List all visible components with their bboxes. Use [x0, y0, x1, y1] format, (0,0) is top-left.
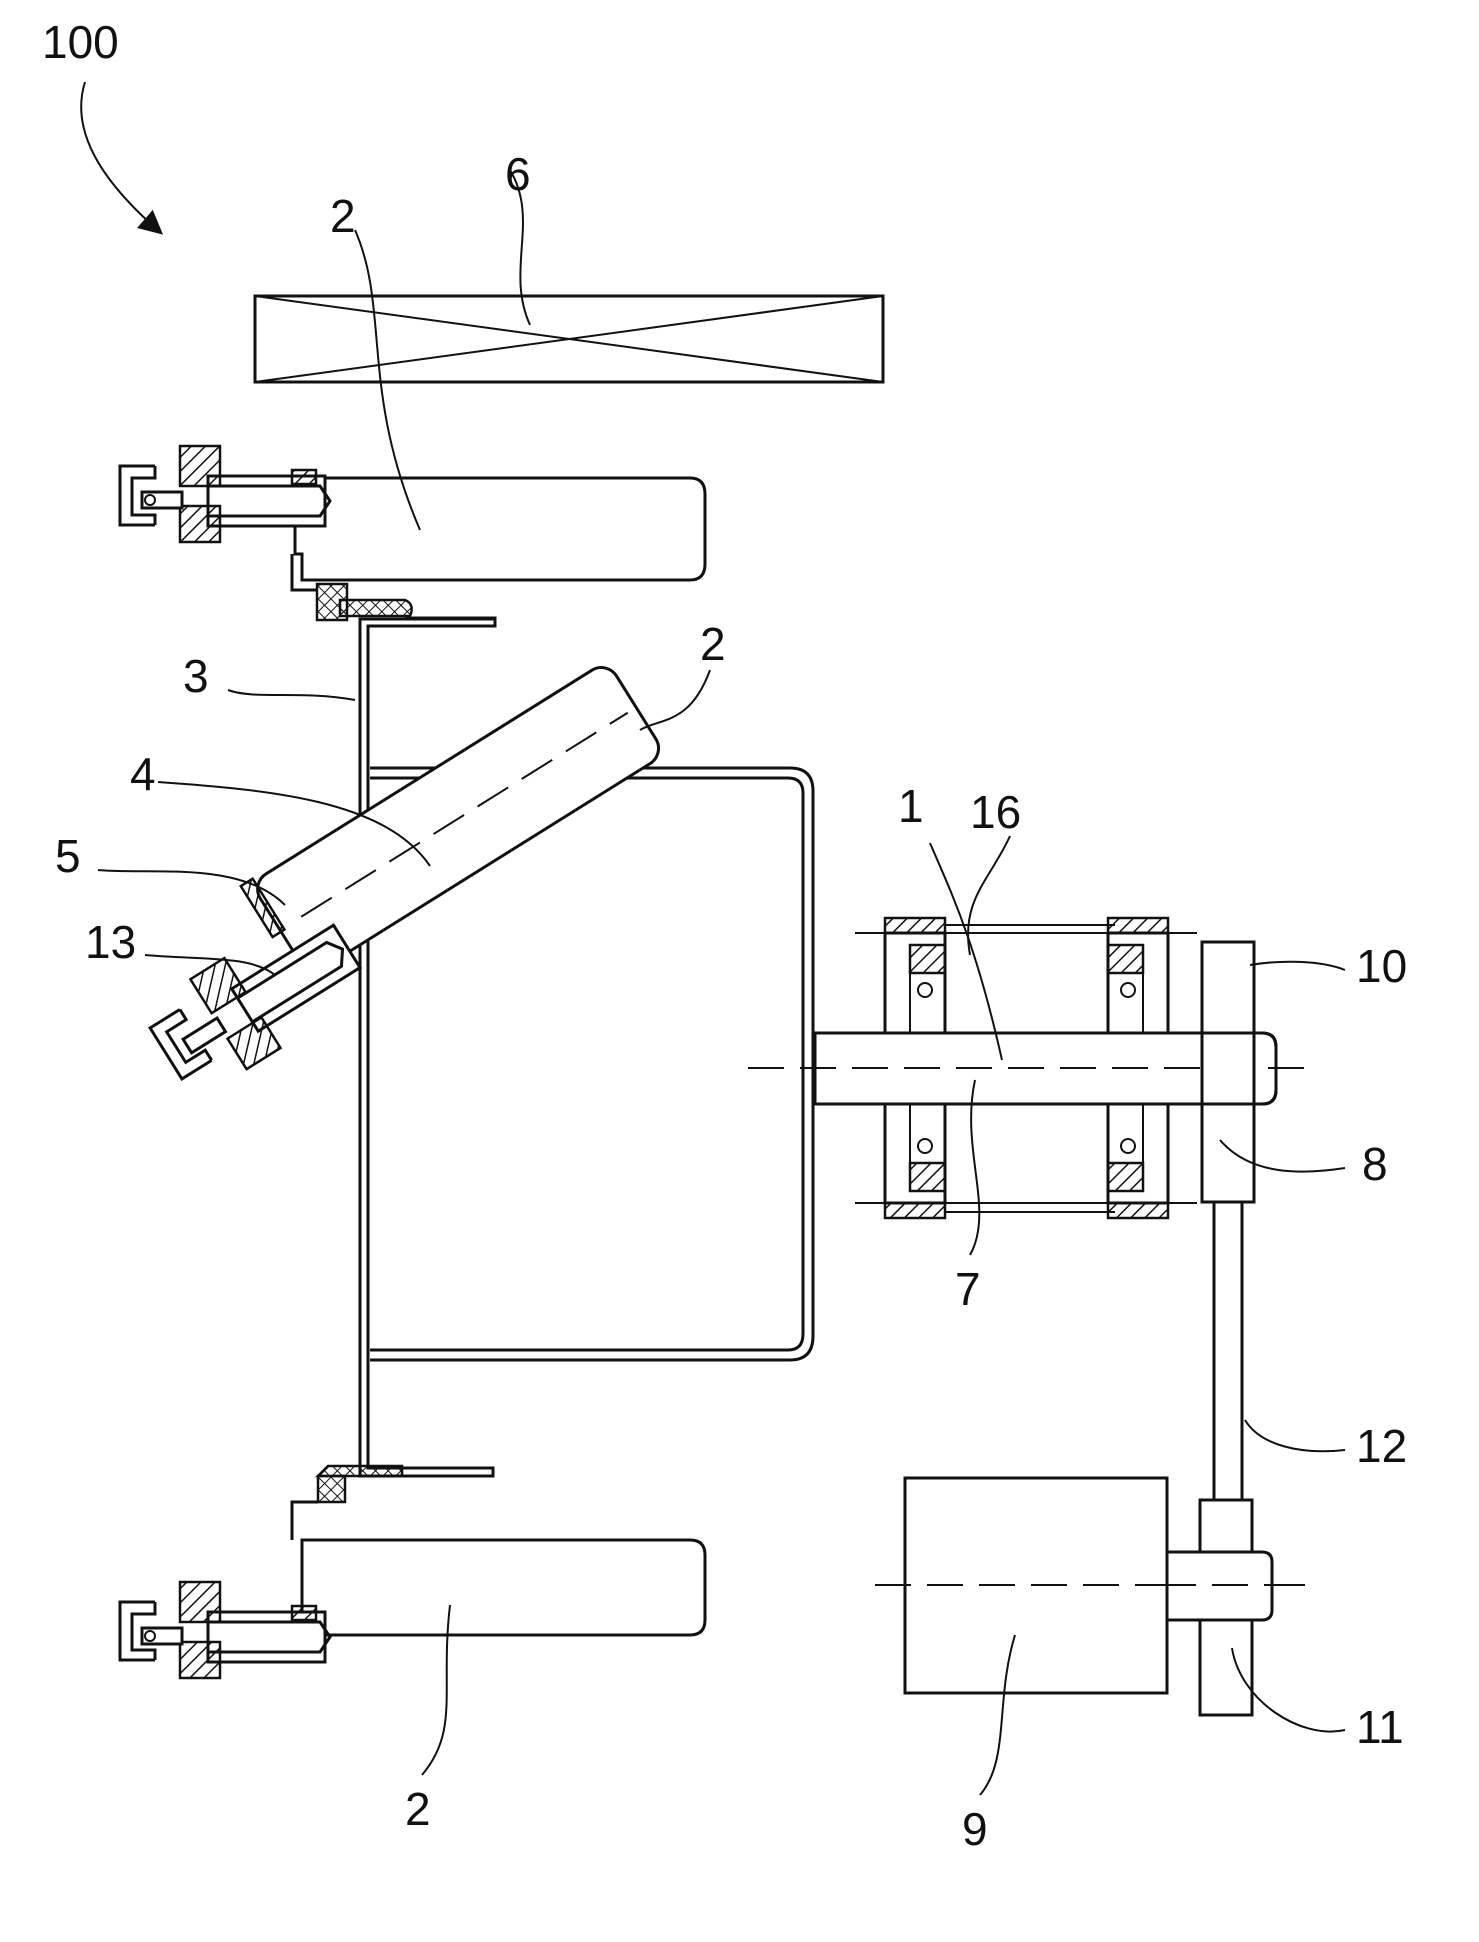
ref-4: 4: [130, 748, 156, 800]
ref-12: 12: [1356, 1420, 1407, 1472]
component-6-box: [255, 296, 883, 382]
ref-5: 5: [55, 830, 81, 882]
ref-3: 3: [183, 650, 209, 702]
angled-capsule: [241, 658, 666, 982]
ref-16: 16: [970, 786, 1021, 838]
ref-10: 10: [1356, 940, 1407, 992]
ref-6: 6: [505, 148, 531, 200]
ref-13: 13: [85, 916, 136, 968]
ref-7: 7: [955, 1263, 981, 1315]
belt-12: [1214, 1202, 1242, 1500]
top-capsule: [292, 478, 705, 626]
assembly-arrow: [81, 82, 160, 232]
bottom-capsule: [292, 1466, 705, 1635]
assembly-label-100: 100: [42, 16, 119, 68]
ref-2-bottom: 2: [405, 1783, 431, 1835]
pulley-10: [1202, 942, 1254, 1202]
ref-1: 1: [898, 780, 924, 832]
ref-11: 11: [1356, 1701, 1404, 1753]
ref-9: 9: [962, 1803, 988, 1855]
bottom-nozzle: [120, 1582, 330, 1678]
ref-2-top: 2: [330, 190, 356, 242]
ref-8: 8: [1362, 1138, 1388, 1190]
pulley-11: [1160, 1500, 1310, 1715]
ref-2-angled: 2: [700, 618, 726, 670]
